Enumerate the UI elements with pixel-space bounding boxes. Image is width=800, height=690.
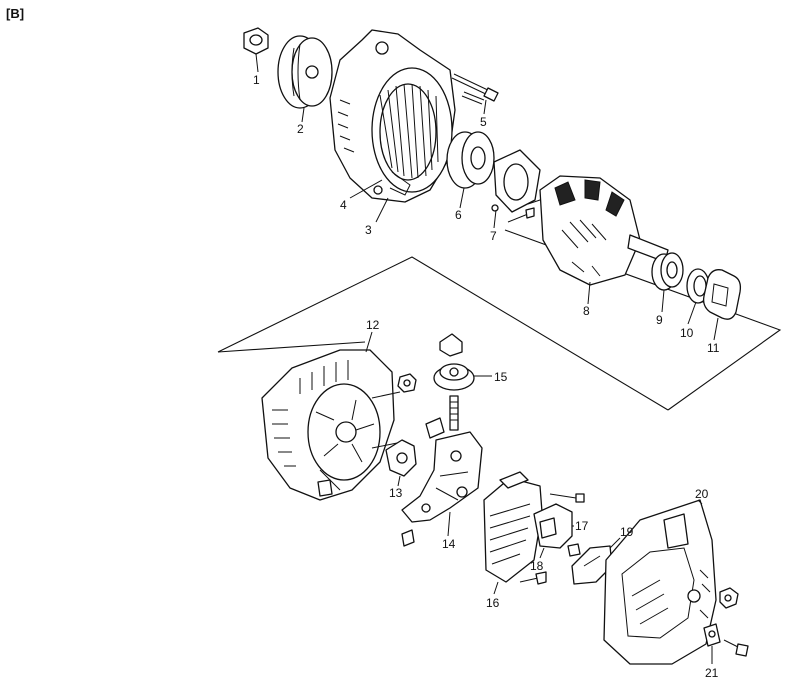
callout-7: 7 (490, 229, 497, 243)
part-brush-holder (533, 493, 585, 557)
callout-17: 17 (575, 519, 589, 533)
callout-21: 21 (705, 666, 719, 680)
callout-13: 13 (389, 486, 403, 500)
callout-2: 2 (297, 122, 304, 136)
callout-8: 8 (583, 304, 590, 318)
part-through-bolts (451, 73, 499, 105)
part-drive-end-frame (329, 29, 456, 203)
part-rectifier (401, 395, 483, 547)
part-bearing-cover (686, 268, 710, 304)
part-pulley (277, 35, 333, 109)
callout-labels: 1 2 3 4 5 6 7 8 9 10 11 12 13 14 15 16 1… (253, 73, 720, 680)
part-nut (243, 27, 269, 55)
part-seal (702, 269, 742, 320)
part-terminal-insulator (433, 333, 475, 391)
part-bearing-retainer (491, 149, 541, 223)
callout-18: 18 (530, 559, 544, 573)
callout-4: 4 (340, 198, 347, 212)
part-rear-cover (603, 499, 717, 665)
part-insulator (385, 439, 417, 477)
part-front-bearing (446, 131, 495, 189)
part-regulator (483, 471, 547, 585)
callout-10: 10 (680, 326, 694, 340)
callout-11: 11 (707, 341, 720, 355)
callout-9: 9 (656, 313, 663, 327)
callout-1: 1 (253, 73, 260, 87)
callout-19: 19 (620, 525, 634, 539)
part-rotor (527, 175, 669, 286)
callout-20: 20 (695, 487, 709, 501)
part-cover-nut (719, 587, 739, 609)
callout-6: 6 (455, 208, 462, 222)
part-bracket-screw (703, 623, 749, 657)
part-rectifier-end-frame (261, 349, 403, 501)
callout-12: 12 (366, 318, 380, 332)
callout-3: 3 (365, 223, 372, 237)
callout-15: 15 (494, 370, 508, 384)
callout-16: 16 (486, 596, 500, 610)
part-rear-bearing (651, 252, 684, 291)
part-terminal-nut (397, 373, 417, 393)
callout-leaders (255, 53, 719, 664)
figure-tag: [B] (6, 6, 24, 21)
callout-5: 5 (480, 115, 487, 129)
callout-14: 14 (442, 537, 456, 551)
